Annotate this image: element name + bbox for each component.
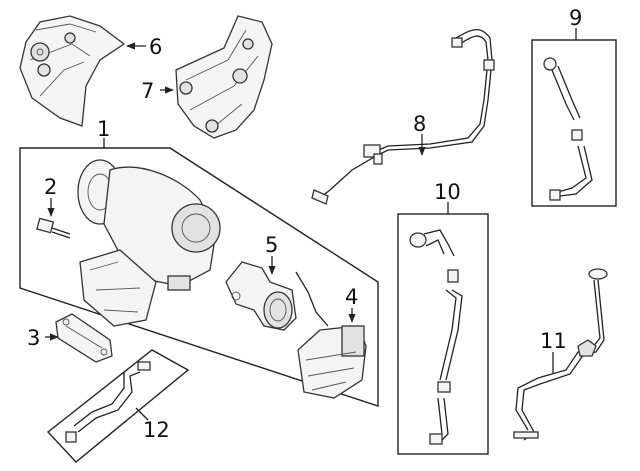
oil-feed-line-8[interactable]: 8: [311, 29, 495, 205]
actuator-icon: [295, 271, 367, 399]
callout-6: 6: [149, 35, 162, 59]
outlet-pipe-icon: [225, 261, 297, 331]
turbocharger-icon: [77, 159, 221, 327]
callout-9: 9: [569, 6, 582, 30]
actuator-4[interactable]: 4: [295, 271, 367, 399]
heat-shield-7[interactable]: 7: [141, 15, 273, 139]
return-line-11[interactable]: 11: [513, 268, 608, 441]
hose-icon: [543, 57, 593, 201]
coolant-hose-10-group[interactable]: 10: [397, 180, 489, 455]
callout-2: 2: [44, 175, 57, 199]
heat-shield-6[interactable]: 6: [19, 15, 162, 127]
hose-icon: [409, 229, 463, 445]
callout-10: 10: [434, 180, 461, 204]
callout-8: 8: [413, 112, 426, 136]
heat-shield-icon: [175, 15, 273, 139]
oil-line-icon: [311, 29, 495, 205]
callout-1: 1: [97, 117, 110, 141]
pipe-12-group[interactable]: 12: [46, 349, 190, 463]
callout-11: 11: [540, 329, 567, 353]
heat-shield-icon: [19, 15, 126, 127]
callout-12: 12: [143, 418, 170, 442]
turbocharger-assembly-1[interactable]: 1 2: [19, 117, 379, 407]
frame-10: [397, 213, 489, 455]
frame-9: [531, 39, 617, 207]
frame-12: [46, 349, 190, 463]
gasket-3[interactable]: 3: [27, 313, 113, 363]
callout-3: 3: [27, 326, 40, 350]
callout-5: 5: [265, 233, 278, 257]
bolt-2[interactable]: 2: [36, 175, 71, 239]
pipe-icon: [65, 361, 151, 443]
frame-1: [19, 147, 379, 407]
callout-4: 4: [345, 285, 358, 309]
gasket-icon: [55, 313, 113, 363]
bolt-icon: [36, 217, 71, 239]
coolant-hose-9-group[interactable]: 9: [531, 6, 617, 207]
tube-icon: [513, 268, 608, 441]
outlet-pipe-5[interactable]: 5: [225, 233, 297, 331]
callout-7: 7: [141, 79, 154, 103]
